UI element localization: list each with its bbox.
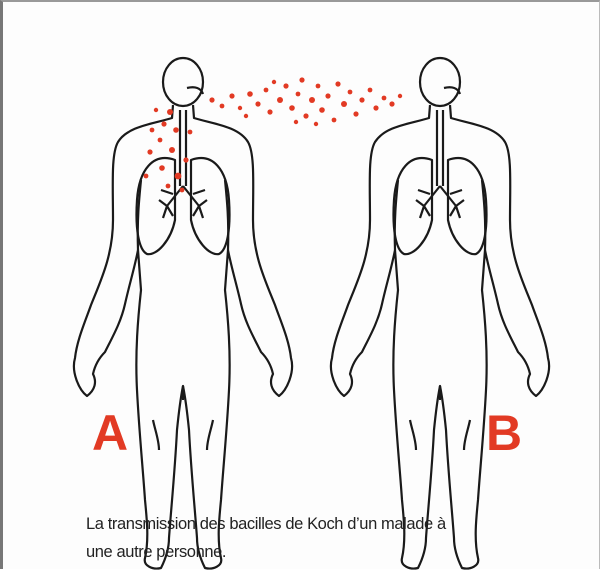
caption-line-2: une autre personne. [86,538,526,566]
caption-line-1: La transmission des bacilles de Koch d’u… [86,510,526,538]
label-a: A [92,405,128,461]
droplet-cloud [209,77,402,126]
label-b: B [486,405,522,461]
figure-caption: La transmission des bacilles de Koch d’u… [86,510,526,566]
person-a-figure [74,58,292,569]
person-b-figure [331,58,549,569]
